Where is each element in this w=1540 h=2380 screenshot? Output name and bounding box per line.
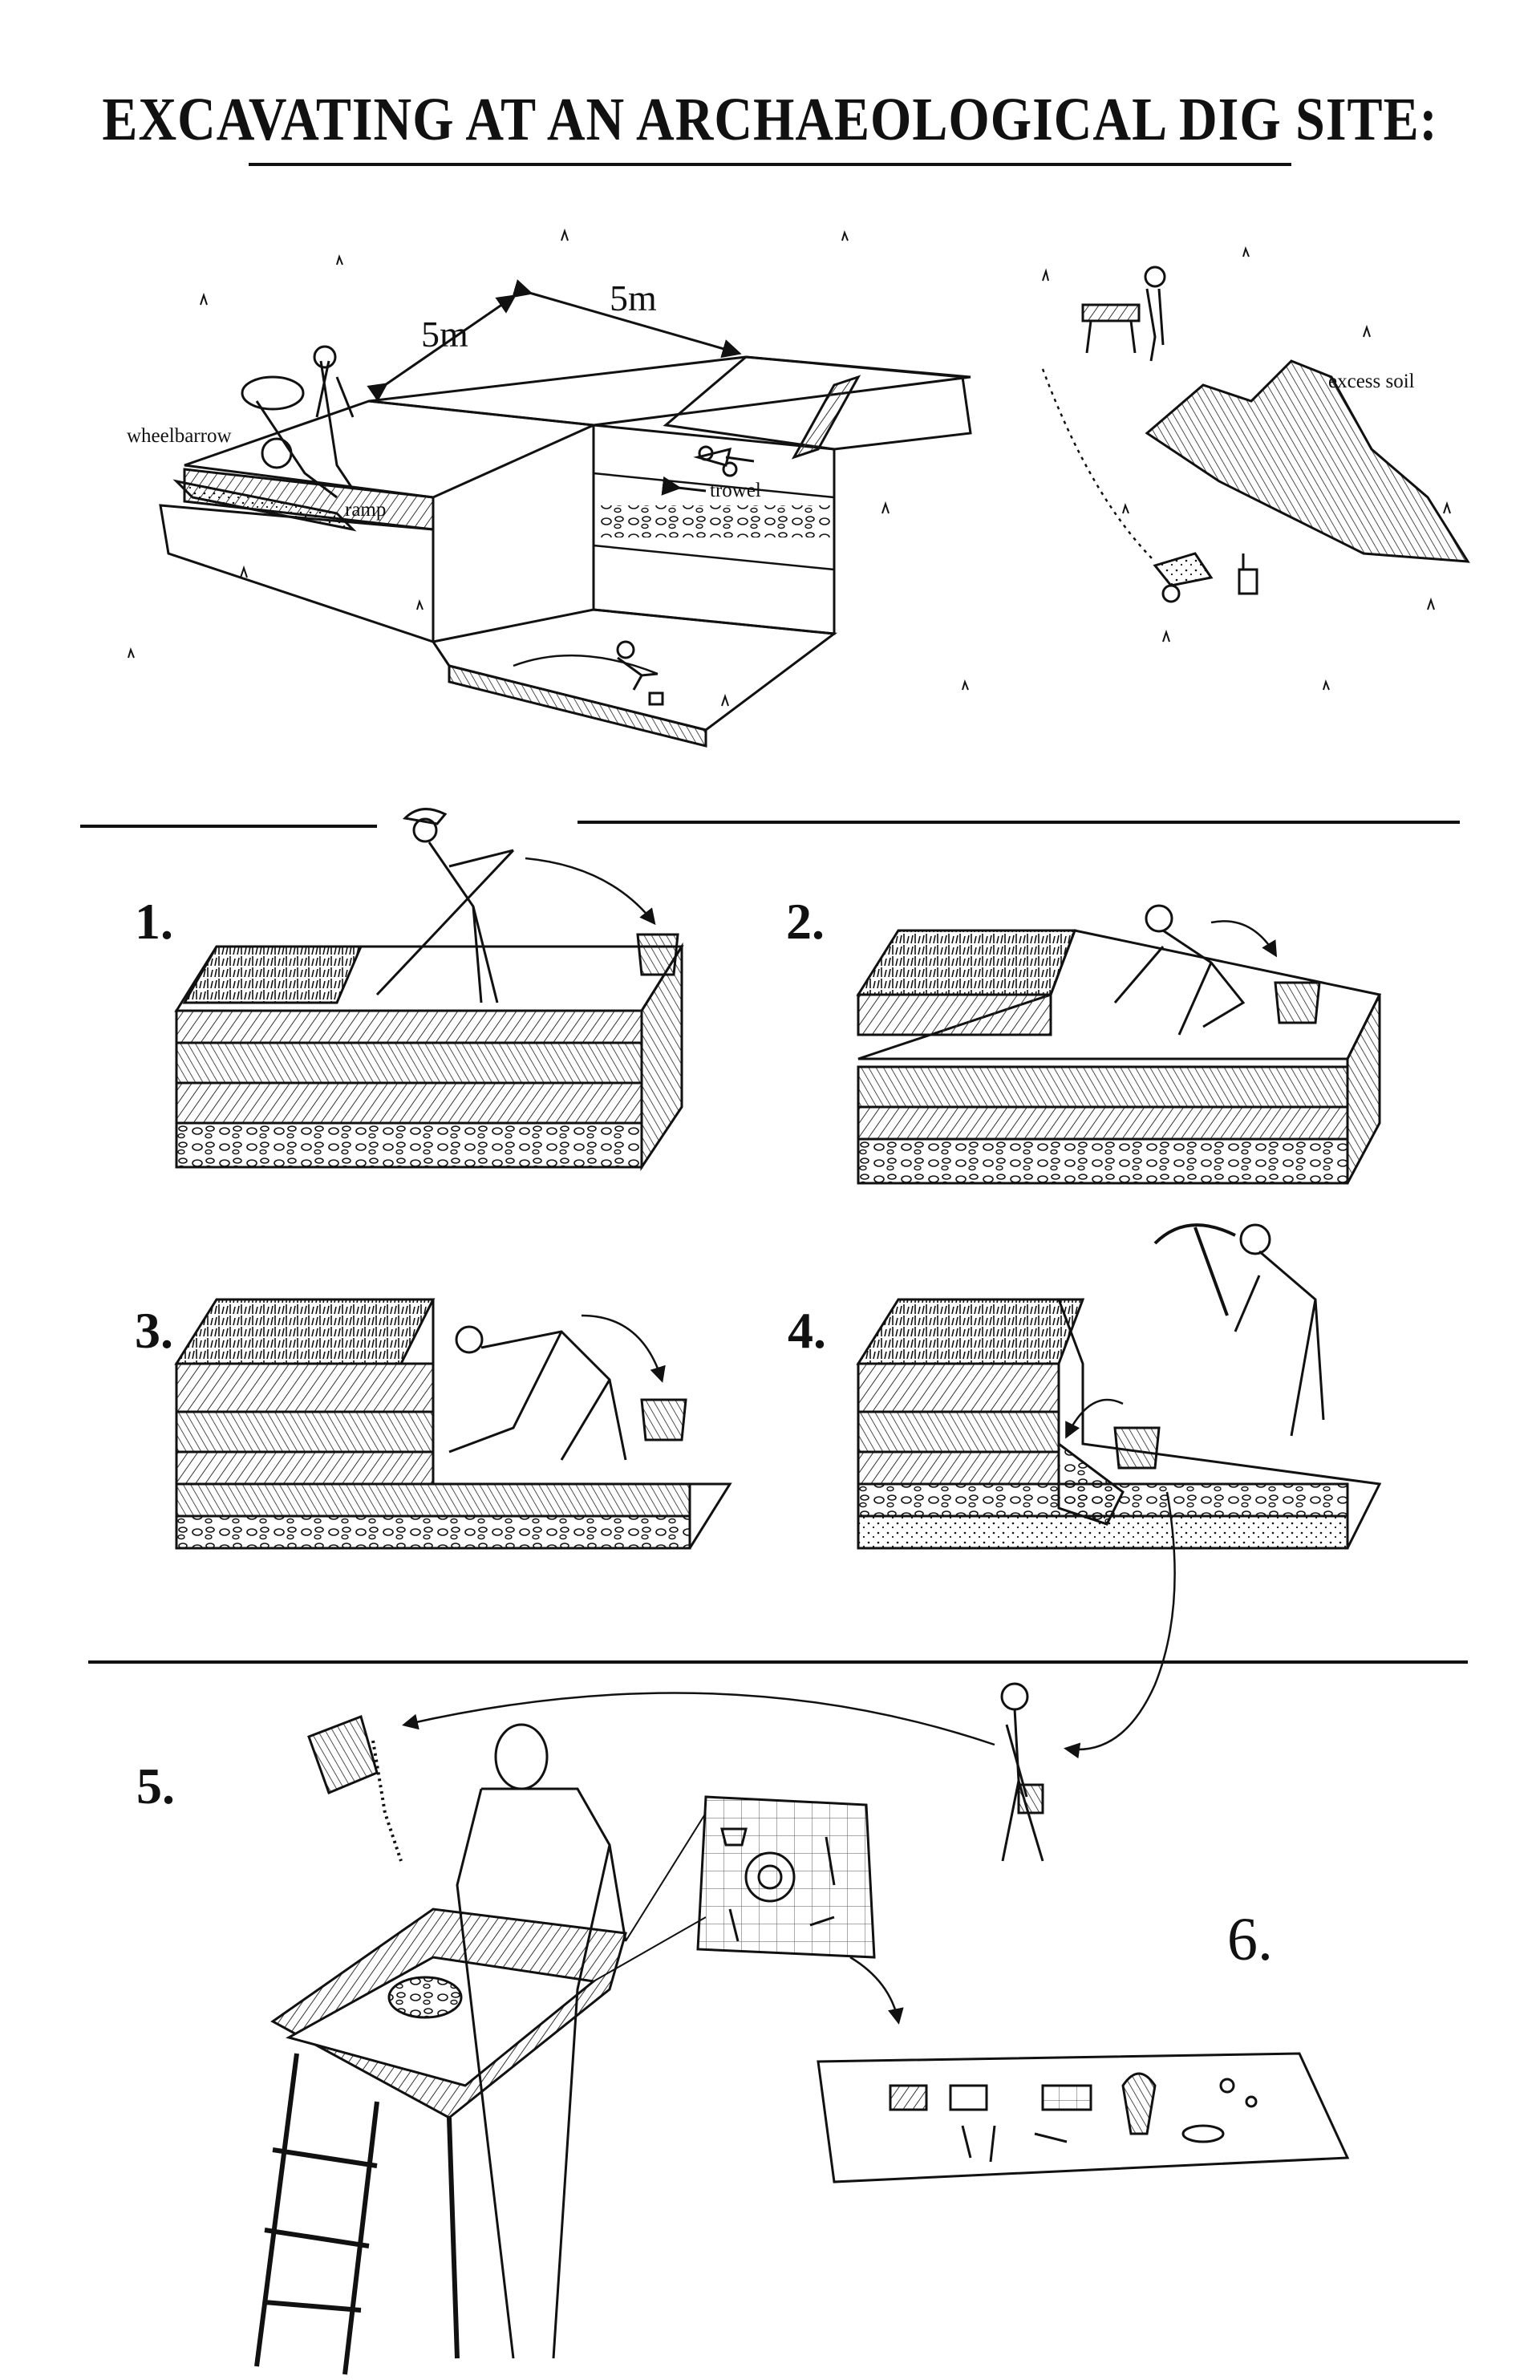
step-6-illustration <box>817 2052 1350 2183</box>
step-number-6: 6. <box>1227 1906 1273 1973</box>
step-3-illustration <box>174 1298 732 1550</box>
grass-tufts <box>128 228 1451 707</box>
carry-path <box>1064 1491 1176 1759</box>
excess-soil-label: excess soil <box>1328 371 1415 392</box>
sieving-worker <box>456 1723 627 2359</box>
kneeling-worker <box>448 1325 627 1461</box>
worker-with-shovel <box>375 808 679 1003</box>
step-1-illustration <box>174 808 684 1171</box>
trench-outline <box>368 355 971 427</box>
small-bucket <box>1238 553 1258 595</box>
step-number-4: 4. <box>788 1302 826 1359</box>
step-2-illustration <box>856 904 1382 1185</box>
step-number-1: 1. <box>135 893 173 950</box>
bucket-icon <box>640 1398 687 1441</box>
site-overview <box>128 228 1470 748</box>
digger-in-pit <box>616 640 664 706</box>
step-4-illustration <box>856 1223 1382 1759</box>
small-wheelbarrow <box>1153 552 1214 603</box>
finds-tray <box>817 2052 1350 2183</box>
ramp-label: ramp <box>345 499 387 521</box>
step-number-2: 2. <box>786 893 825 950</box>
sieve-frame <box>254 1908 627 2375</box>
finds-inset <box>696 1795 876 1959</box>
tipping-bucket <box>307 1715 379 1794</box>
crouching-worker <box>1113 904 1246 1036</box>
dimension-arrow-right <box>512 279 742 359</box>
sieve-worker-distant <box>1081 266 1166 362</box>
step-number-5: 5. <box>136 1758 175 1814</box>
excess-soil-pile <box>1145 359 1470 563</box>
wheelbarrow-label: wheelbarrow <box>127 425 232 447</box>
step-5-illustration <box>254 1682 1044 2375</box>
bucket-icon <box>636 933 679 976</box>
trowel-label: trowel <box>710 480 761 501</box>
dimension-arrow-left <box>367 294 517 402</box>
bucket-icon <box>1113 1426 1161 1470</box>
worker-with-pickaxe <box>1153 1223 1325 1437</box>
bucket-icon <box>1274 981 1321 1024</box>
page-title: EXCAVATING AT AN ARCHAEOLOGICAL DIG SITE… <box>102 86 1438 154</box>
bucket-carrier <box>1000 1682 1044 1862</box>
wheelbarrow-worker <box>241 345 355 499</box>
step-number-3: 3. <box>135 1302 173 1359</box>
trowel-icon <box>693 447 755 467</box>
dimension-label-right: 5m <box>610 278 657 318</box>
ramp <box>172 479 357 532</box>
dimension-label-left: 5m <box>421 314 468 355</box>
